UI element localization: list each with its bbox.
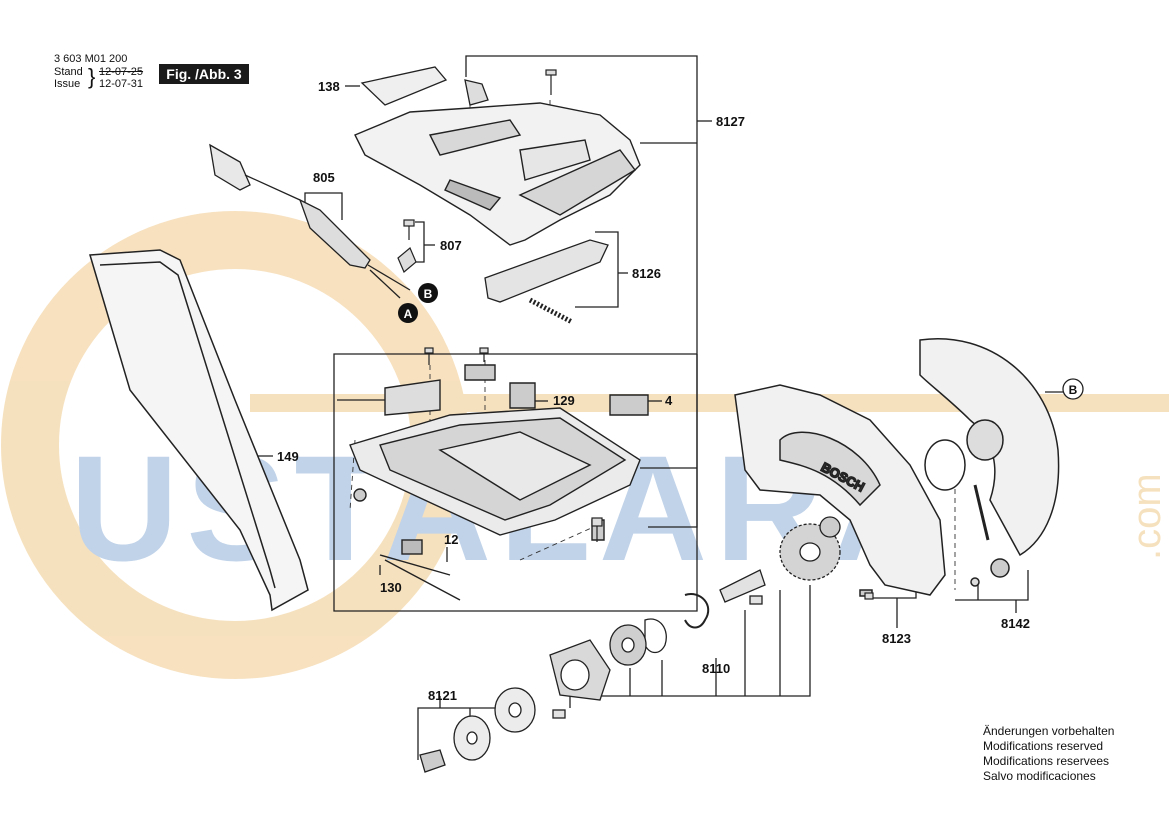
marker-b: B: [418, 283, 438, 303]
stand-label: Stand: [54, 66, 83, 78]
label-8127: 8127: [716, 114, 745, 129]
guard-149: [89, 249, 309, 612]
svg-text:B: B: [424, 287, 433, 301]
label-129: 129: [553, 393, 575, 408]
power-cord-805: [209, 143, 411, 299]
label-138: 138: [318, 79, 340, 94]
screws: [424, 69, 874, 600]
note-german: Änderungen vorbehalten: [983, 724, 1115, 738]
top-housing-8127: [354, 102, 641, 246]
switch-807: [397, 219, 417, 273]
label-805: 805: [313, 170, 335, 185]
note-spanish: Salvo modificaciones: [983, 769, 1096, 783]
modification-notes: Änderungen vorbehalten Modifications res…: [983, 724, 1114, 784]
flange-parts-8121: [419, 687, 536, 773]
label-4: 4: [665, 393, 673, 408]
blade-housing-8123: BOSCH: [734, 384, 946, 597]
slider-8126: [484, 239, 609, 325]
figure-label: Fig. /Abb. 3: [159, 64, 249, 84]
svg-text:A: A: [404, 307, 413, 321]
label-8123: 8123: [882, 631, 911, 646]
lower-housing: [349, 364, 649, 601]
label-8110: 8110: [702, 661, 730, 676]
label-8121: 8121: [428, 688, 457, 703]
bracket-8127: [465, 55, 698, 528]
watermark-suffix: .com: [1125, 473, 1169, 560]
cover-138: [360, 66, 489, 106]
bracket-lower-housing: [333, 353, 698, 612]
watermark-band: [250, 394, 1169, 412]
marker-b-outline: B: [1062, 378, 1084, 400]
label-8126: 8126: [632, 266, 661, 281]
svg-text:B: B: [1069, 383, 1078, 397]
label-12: 12: [444, 532, 458, 547]
blade-guard-8142: [919, 338, 1060, 587]
note-french: Modifications reservees: [983, 754, 1110, 768]
note-english: Modifications reserved: [983, 739, 1104, 753]
issue-date: 12-07-31: [99, 78, 144, 90]
marker-a: A: [398, 303, 418, 323]
issue-label: Issue: [54, 78, 81, 90]
stand-date: 12-07-25: [99, 66, 144, 78]
label-149: 149: [277, 449, 299, 464]
drive-parts-8110: [549, 516, 841, 719]
label-807: 807: [440, 238, 462, 253]
label-8142: 8142: [1001, 616, 1030, 631]
label-130: 130: [380, 580, 402, 595]
date-brace: }: [88, 64, 96, 89]
doc-number: 3 603 M01 200: [54, 53, 128, 65]
